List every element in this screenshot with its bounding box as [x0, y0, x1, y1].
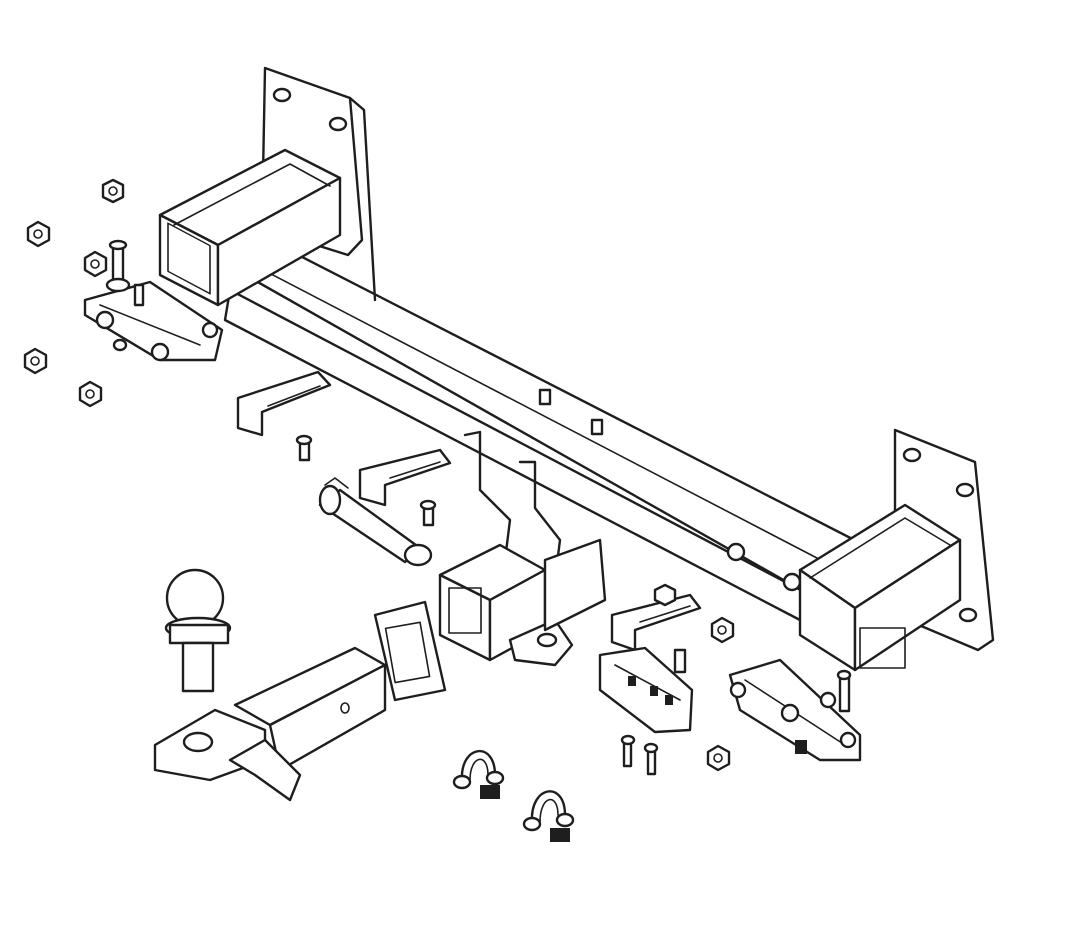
hex-nut	[101, 178, 125, 204]
right-bracket	[598, 646, 694, 734]
wiring-bracket	[236, 370, 332, 437]
hex-nut	[23, 347, 48, 375]
hex-nut	[83, 250, 108, 278]
left-bracket	[83, 239, 224, 362]
left-mounting-plate	[158, 66, 377, 307]
hitch-pin	[318, 477, 433, 567]
right-bracket	[728, 658, 862, 762]
receiver-hitch	[438, 430, 607, 667]
wiring-bracket	[610, 583, 702, 652]
bolt	[643, 742, 659, 776]
bolt	[419, 499, 437, 527]
hex-nut	[26, 220, 51, 248]
bolt	[620, 734, 636, 768]
cross-beam	[208, 236, 872, 622]
right-mounting-plate	[798, 428, 995, 672]
hex-nut	[710, 616, 735, 644]
spacer-plate	[373, 600, 447, 702]
wiring-bracket	[358, 448, 452, 507]
shackle	[522, 790, 575, 842]
shackle	[452, 749, 505, 799]
drawbar	[153, 646, 387, 802]
tow-ball	[164, 568, 232, 693]
hex-nut	[78, 380, 103, 408]
hex-nut	[706, 744, 731, 772]
bolt	[295, 434, 313, 462]
